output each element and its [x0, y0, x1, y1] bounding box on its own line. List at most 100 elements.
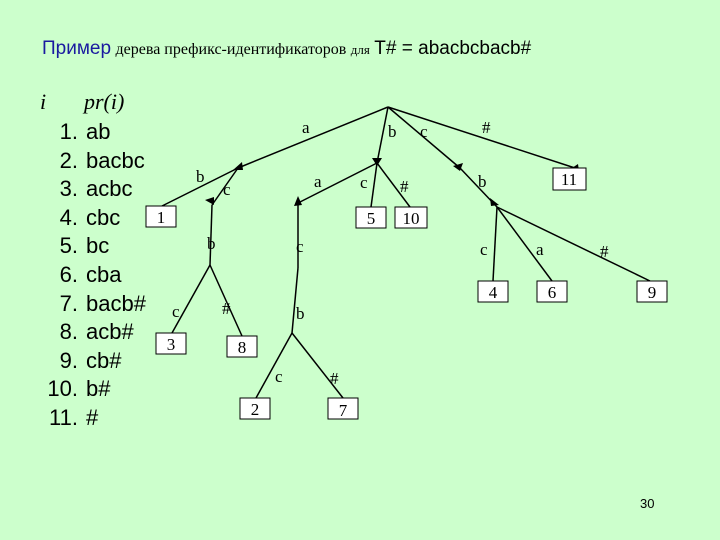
row-index: 2.	[59, 147, 78, 173]
leaf-node: 4	[477, 280, 509, 303]
edge-label: c	[275, 367, 283, 386]
row-index: 1.	[59, 119, 78, 144]
leaf-label: 2	[251, 400, 260, 419]
edge-label: b	[207, 234, 216, 253]
title-for: для	[350, 42, 370, 57]
edge	[161, 167, 239, 207]
leaf-label: 6	[548, 283, 557, 302]
row-index: 6.	[59, 262, 78, 287]
edge	[387, 106, 461, 169]
row-prefix: acbc	[86, 176, 133, 202]
edge	[291, 267, 299, 334]
leaf-label: 11	[561, 170, 577, 189]
arrowhead	[294, 196, 302, 206]
row-prefix: ab	[86, 119, 111, 144]
leaf-label: 5	[367, 209, 376, 228]
edge-label: b	[296, 304, 305, 323]
edge	[376, 106, 389, 164]
edge-label: #	[400, 177, 409, 196]
row-index: 4.	[59, 204, 78, 230]
edge-label: #	[482, 118, 491, 137]
leaf-label: 8	[238, 338, 247, 357]
edge	[496, 206, 651, 282]
row-prefix: b#	[86, 376, 111, 402]
leaf-label: 7	[339, 401, 348, 420]
leaf-node: 10	[394, 206, 428, 229]
edge-labels: a b c # b c a c # b b c c # b c # c a #	[172, 118, 609, 388]
leaf-nodes: 1 3 8 2 7 5 10 11	[145, 167, 668, 420]
header-prefix: pr(i)	[84, 89, 125, 114]
row-prefix: acb#	[86, 319, 134, 345]
page-number: 30	[640, 496, 655, 511]
edge	[237, 106, 389, 169]
edge-label: c	[223, 180, 231, 199]
row-index: 10.	[47, 376, 78, 402]
edge	[496, 206, 553, 282]
edge	[211, 167, 239, 206]
leaf-node: 7	[327, 397, 359, 420]
header-i: i	[40, 89, 47, 114]
edge	[297, 162, 378, 204]
row-prefix: cb#	[86, 347, 122, 373]
edge	[492, 206, 498, 282]
row-index: 5.	[59, 233, 78, 259]
edge-label: c	[420, 122, 428, 141]
edge-label: b	[388, 122, 397, 141]
leaf-node: 3	[155, 332, 187, 355]
row-prefix: bacb#	[86, 290, 146, 316]
title-word-example: Пример	[42, 38, 112, 59]
leaf-label: 10	[403, 209, 420, 228]
edge	[291, 332, 344, 399]
edge-label: b	[196, 167, 205, 186]
edge-label: c	[296, 237, 304, 256]
edge	[209, 204, 213, 266]
row-index: 11.	[49, 405, 78, 430]
leaf-label: 9	[648, 283, 657, 302]
edge-label: a	[302, 118, 310, 137]
edge-label: c	[360, 173, 368, 192]
arrowhead	[233, 162, 243, 170]
row-index: 7.	[59, 290, 78, 316]
leaf-node: 8	[226, 335, 258, 358]
leaf-node: 5	[355, 206, 387, 229]
edge-label: #	[600, 242, 609, 261]
leaf-label: 3	[167, 335, 176, 354]
row-index: 9.	[59, 347, 78, 373]
edge	[376, 162, 411, 208]
leaf-node: 9	[636, 280, 668, 303]
row-prefix: #	[86, 405, 99, 430]
leaf-node: 11	[552, 167, 587, 191]
row-prefix: bc	[86, 233, 110, 259]
edge	[171, 264, 211, 334]
leaf-node: 2	[239, 397, 271, 420]
title-formula: T# = abacbcbacb#	[374, 38, 532, 59]
title-phrase: дерева префикс-идентификаторов	[115, 41, 347, 58]
leaf-label: 1	[157, 208, 166, 227]
edge	[370, 162, 378, 208]
row-prefix: cbc	[86, 204, 121, 230]
edge	[255, 332, 293, 399]
edge-label: a	[536, 240, 544, 259]
row-index: 8.	[59, 319, 78, 345]
edge-label: a	[314, 172, 322, 191]
slide-title: Пример дерева префикс-идентификаторов дл…	[42, 38, 531, 60]
edge-label: b	[478, 172, 487, 191]
edge	[387, 106, 576, 169]
edge-label: c	[172, 302, 180, 321]
arrowhead	[490, 198, 499, 206]
tree-edges	[161, 106, 651, 399]
leaf-node: 6	[536, 280, 568, 303]
edge-label: #	[330, 369, 339, 388]
row-prefix: cba	[86, 262, 122, 287]
arrowhead	[205, 197, 214, 205]
edge	[209, 264, 243, 337]
leaf-label: 4	[489, 283, 498, 302]
row-index: 3.	[59, 176, 78, 202]
row-prefix: bacbc	[86, 147, 145, 173]
arrowhead	[372, 158, 382, 166]
arrowheads	[205, 158, 579, 206]
arrowhead	[453, 163, 463, 171]
edge-label: #	[222, 299, 231, 318]
leaf-node: 1	[145, 205, 177, 228]
